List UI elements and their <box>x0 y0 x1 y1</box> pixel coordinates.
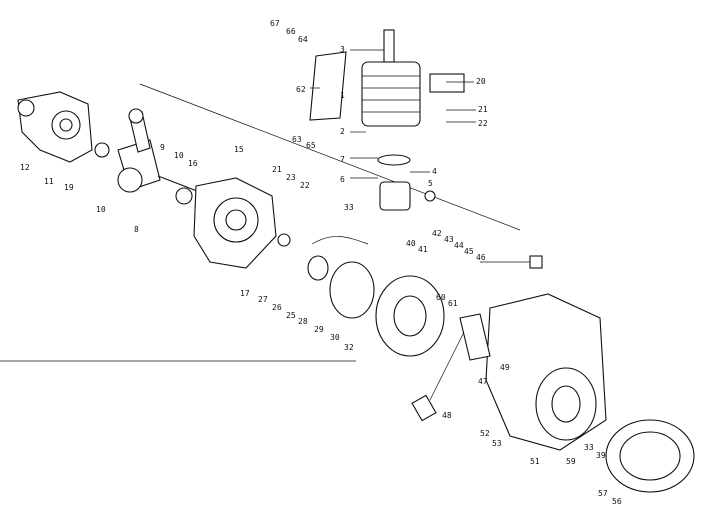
callout-label: 21 <box>272 165 282 174</box>
crankcase-left-half <box>17 91 110 163</box>
callout-label: 39 <box>596 451 606 460</box>
callout-label: 66 <box>286 27 296 36</box>
cylinder-assembly <box>361 29 465 127</box>
callout-label: 10 <box>174 151 184 160</box>
callout-label: 28 <box>298 317 308 326</box>
callout-label: 47 <box>478 377 488 386</box>
starter-cover <box>605 419 695 493</box>
callout-label: 26 <box>272 303 282 312</box>
fan-housing <box>485 293 607 451</box>
callout-label: 10 <box>96 205 106 214</box>
callout-label: 52 <box>480 429 490 438</box>
callout-label: 46 <box>476 253 486 262</box>
callout-label: 16 <box>188 159 198 168</box>
ignition-lead <box>411 255 543 422</box>
assembly-axis-line <box>139 83 521 231</box>
callout-label: 11 <box>44 177 54 186</box>
callout-label: 5 <box>428 179 433 188</box>
callout-label: 45 <box>464 247 474 256</box>
callout-label: 6 <box>340 175 345 184</box>
callout-label: 27 <box>258 295 268 304</box>
callout-label: 33 <box>344 203 354 212</box>
callout-label: 57 <box>598 489 608 498</box>
callout-label: 65 <box>306 141 316 150</box>
callout-label: 56 <box>612 497 622 506</box>
callout-label: 62 <box>296 85 306 94</box>
callout-label: 29 <box>314 325 324 334</box>
callout-label: 1 <box>340 91 345 100</box>
callout-label: 22 <box>300 181 310 190</box>
callout-label: 3 <box>340 45 345 54</box>
callout-label: 48 <box>442 411 452 420</box>
callout-label: 23 <box>286 173 296 182</box>
callout-label: 63 <box>292 135 302 144</box>
callout-label: 9 <box>160 143 165 152</box>
heat-shield <box>309 51 347 121</box>
callout-label: 4 <box>432 167 437 176</box>
callout-label: 30 <box>330 333 340 342</box>
callout-label: 49 <box>500 363 510 372</box>
callout-label: 20 <box>476 77 486 86</box>
callout-label: 64 <box>298 35 308 44</box>
callout-label: 8 <box>134 225 139 234</box>
fuel-line <box>311 236 369 245</box>
callout-label: 51 <box>530 457 540 466</box>
callout-label: 32 <box>344 343 354 352</box>
callout-label: 15 <box>234 145 244 154</box>
flywheel <box>307 255 445 357</box>
callout-label: 61 <box>448 299 458 308</box>
callout-label: 21 <box>478 105 488 114</box>
callout-label: 7 <box>340 155 345 164</box>
callout-label: 41 <box>418 245 428 254</box>
crankcase-right-half <box>193 177 291 269</box>
callout-label: 19 <box>64 183 74 192</box>
callout-label: 12 <box>20 163 30 172</box>
callout-label: 33 <box>584 443 594 452</box>
callout-label: 42 <box>432 229 442 238</box>
callout-label: 43 <box>444 235 454 244</box>
callout-label: 59 <box>566 457 576 466</box>
crankshaft-assembly <box>117 108 211 205</box>
trigger-lever <box>459 313 491 361</box>
callout-label: 53 <box>492 439 502 448</box>
callout-label: 22 <box>478 119 488 128</box>
piston-assembly <box>377 154 436 211</box>
callout-label: 17 <box>240 289 250 298</box>
callout-label: 44 <box>454 241 464 250</box>
callout-label: 40 <box>406 239 416 248</box>
callout-label: 2 <box>340 127 345 136</box>
callout-label: 67 <box>270 19 280 28</box>
callout-label: 25 <box>286 311 296 320</box>
callout-label: 60 <box>436 293 446 302</box>
